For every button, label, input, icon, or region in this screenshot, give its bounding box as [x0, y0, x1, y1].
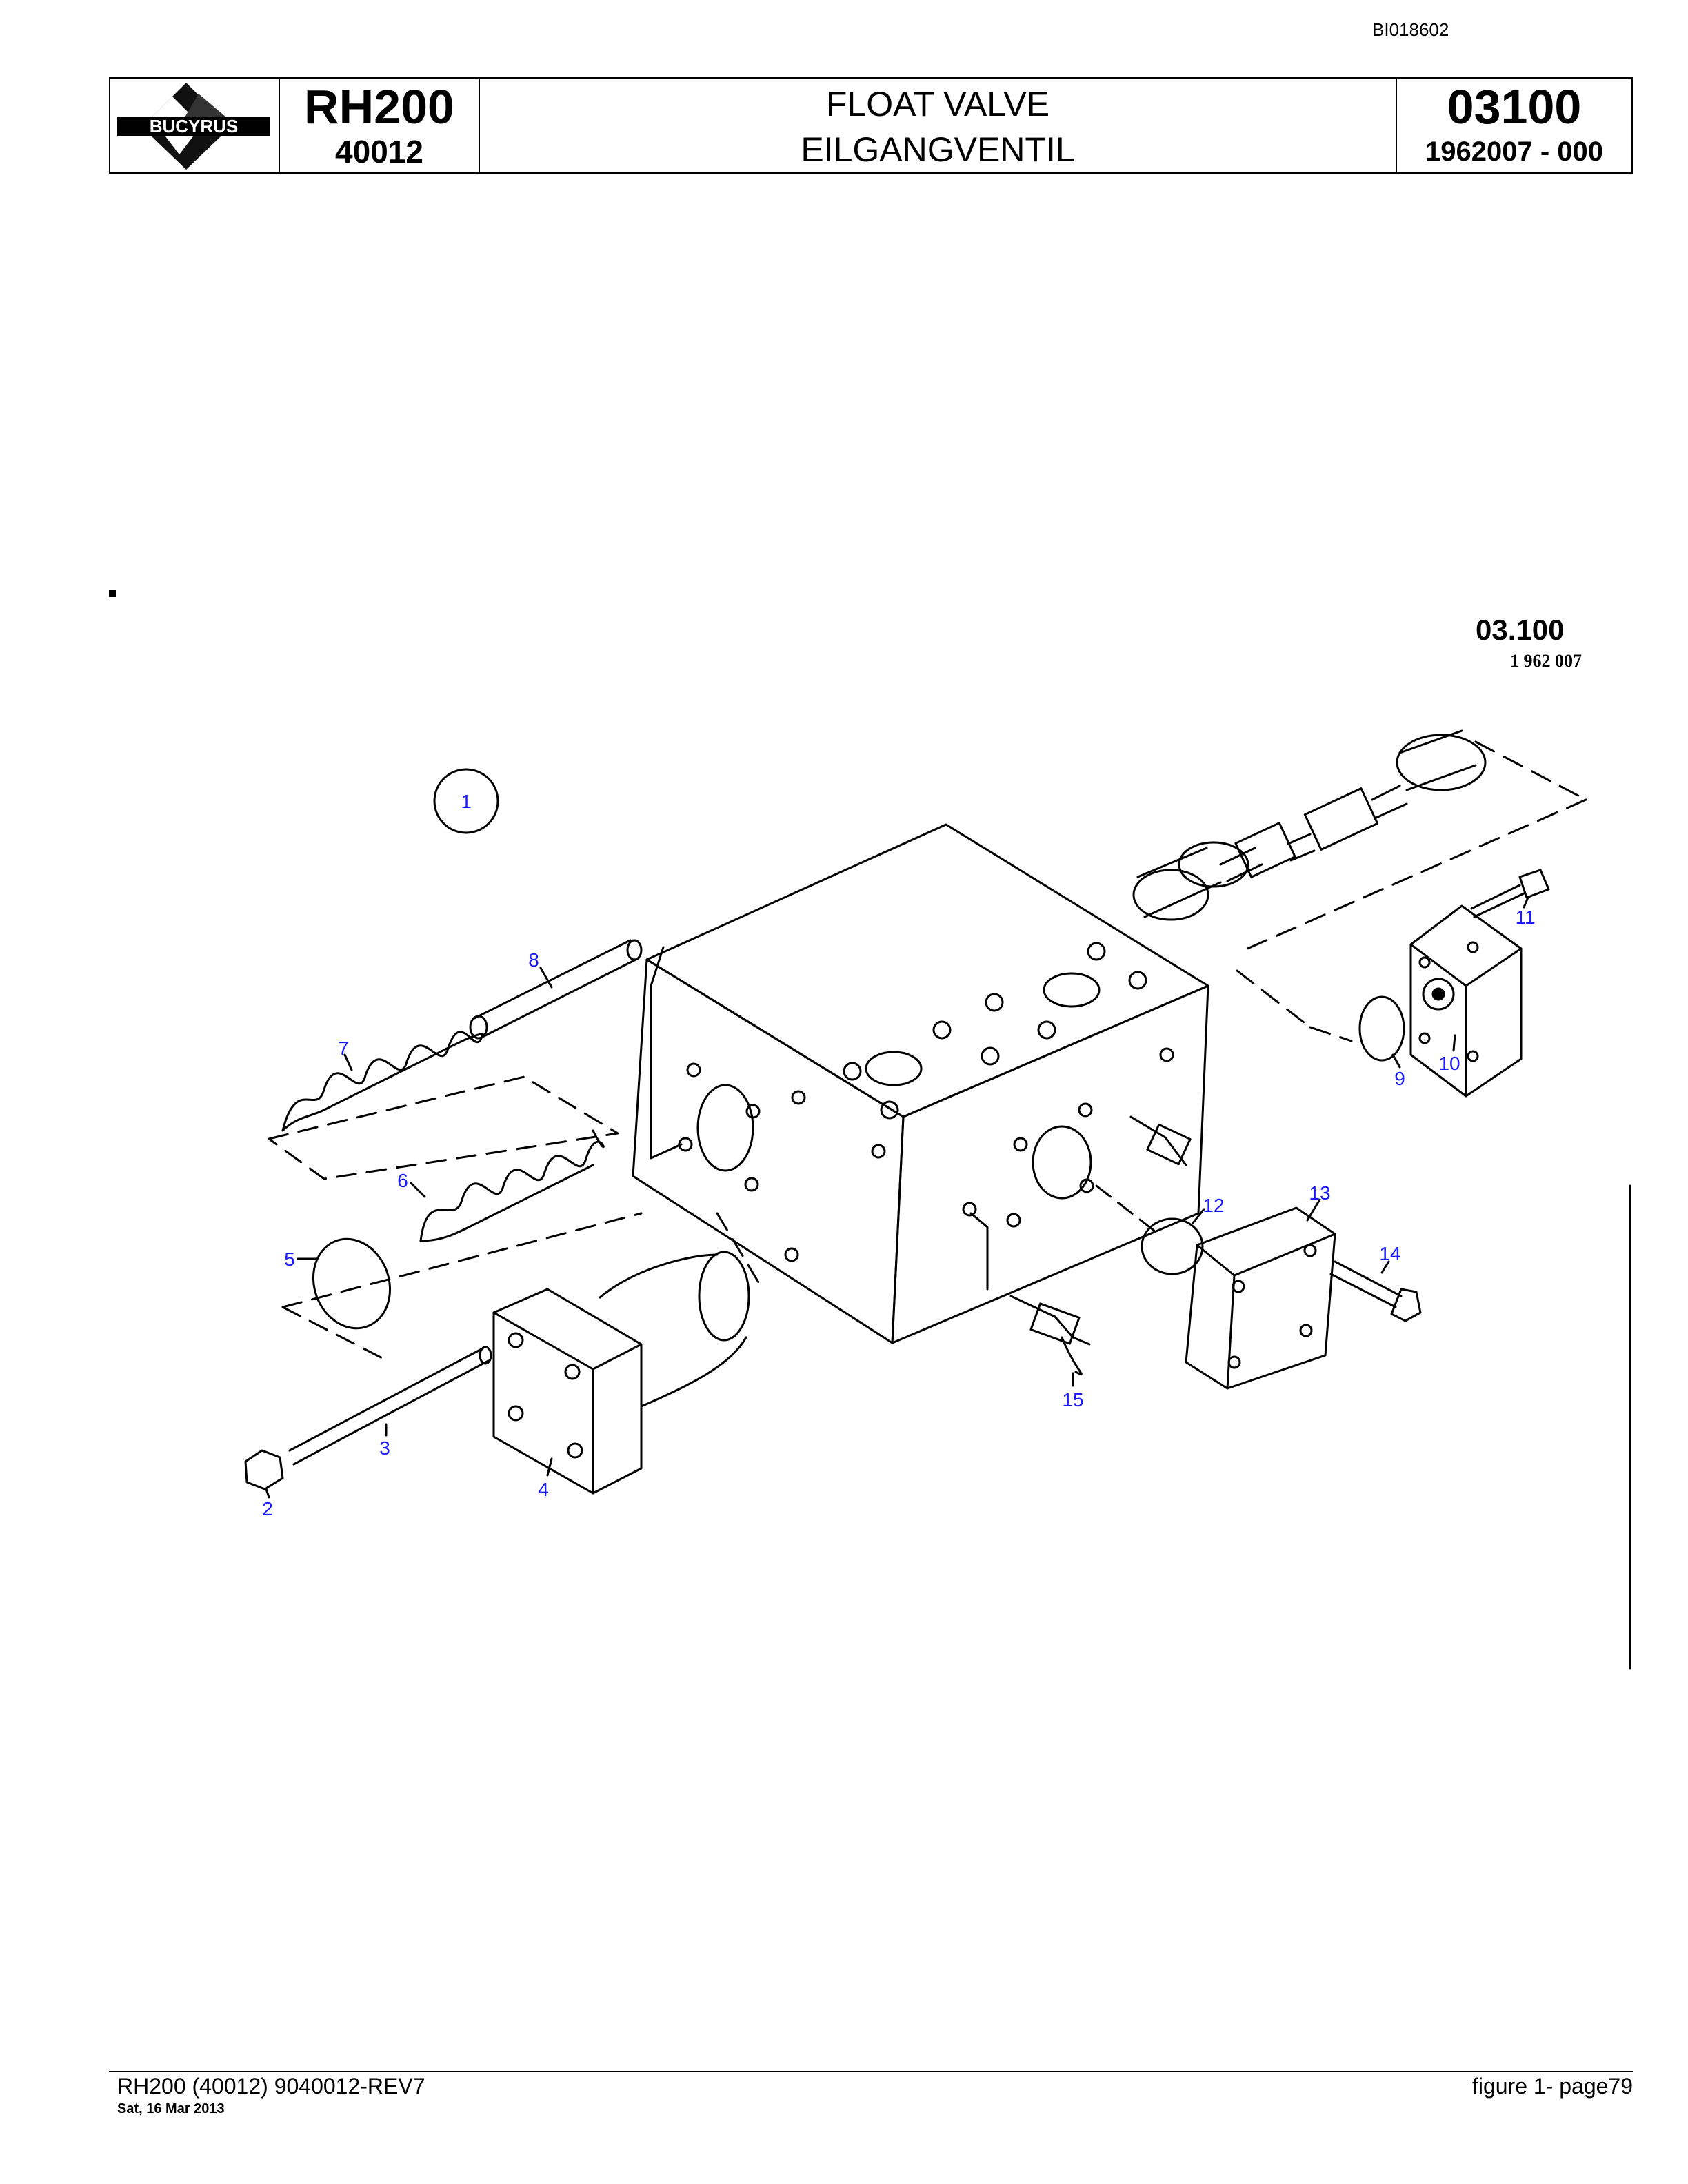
brand-logo-cell: BUCYRUS — [110, 79, 280, 172]
model-number: 40012 — [335, 134, 423, 170]
cylinder-4 — [492, 1212, 760, 1495]
callout-7: 7 — [338, 1038, 349, 1059]
callout-14: 14 — [1379, 1243, 1400, 1264]
valve-block — [632, 823, 1209, 1344]
footer-document-ref: RH200 (40012) 9040012-REV7 — [117, 2074, 425, 2099]
model-name: RH200 — [304, 80, 454, 134]
leader-14 — [1380, 1260, 1390, 1274]
cover-plate-13 — [1185, 1206, 1336, 1390]
callout-5: 5 — [284, 1248, 295, 1270]
group-code: 03100 — [1447, 80, 1582, 134]
callout-1: 1 — [461, 791, 472, 812]
callout-3: 3 — [379, 1437, 390, 1459]
spool-assembly — [1132, 729, 1587, 953]
bullet-mark — [109, 590, 116, 597]
leader-4 — [546, 1457, 553, 1477]
o-ring-9 — [1358, 995, 1405, 1062]
title-german: EILGANGVENTIL — [801, 130, 1075, 169]
callout-9: 9 — [1394, 1068, 1405, 1089]
bolt-11 — [1470, 869, 1550, 918]
o-ring-12 — [1141, 1217, 1204, 1275]
sheet-code: 03.100 — [1476, 614, 1565, 646]
leader-8 — [539, 967, 553, 989]
bucyrus-logo: BUCYRUS — [117, 83, 270, 170]
callout-11: 11 — [1515, 907, 1535, 928]
title-english: FLOAT VALVE — [825, 85, 1050, 123]
fitting-15 — [1009, 1295, 1091, 1375]
fitting-right — [1129, 1115, 1192, 1166]
title-cell: FLOAT VALVE EILGANGVENTIL — [480, 79, 1397, 172]
logo-text: BUCYRUS — [150, 116, 239, 136]
footer-page-ref: figure 1- page79 — [1471, 2074, 1633, 2099]
bolt-14 — [1329, 1260, 1422, 1322]
spring-7 — [268, 1031, 619, 1180]
leader-7 — [343, 1053, 353, 1071]
leader-10 — [1452, 1034, 1456, 1052]
document-id: BI018602 — [1372, 19, 1449, 40]
callout-12: 12 — [1203, 1195, 1224, 1216]
title-block: BUCYRUS RH200 40012 FLOAT VALVE EILGANGV… — [109, 77, 1633, 174]
leader-6 — [410, 1182, 426, 1198]
leader-13 — [1306, 1198, 1321, 1222]
callout-15: 15 — [1062, 1389, 1083, 1410]
callout-2: 2 — [262, 1498, 273, 1519]
footer-date: Sat, 16 Mar 2013 — [117, 2101, 225, 2116]
callout-4: 4 — [538, 1479, 549, 1500]
leader-11 — [1523, 896, 1529, 909]
callout-6: 6 — [397, 1170, 408, 1191]
leader-12 — [1192, 1208, 1205, 1224]
spring-6 — [419, 1129, 605, 1242]
leader-9 — [1391, 1053, 1401, 1069]
footer-rule — [109, 2071, 1633, 2072]
tie-rod-3 — [288, 1346, 492, 1466]
assembly-callout-circle — [433, 768, 499, 834]
part-number: 1962007 - 000 — [1425, 136, 1603, 167]
leader-2 — [265, 1488, 270, 1499]
callout-8: 8 — [528, 949, 539, 971]
sheet-number: 1 962 007 — [1510, 651, 1582, 671]
callout-10: 10 — [1438, 1053, 1460, 1074]
nut-2 — [244, 1449, 284, 1490]
code-cell: 03100 1962007 - 000 — [1397, 79, 1631, 172]
cover-plate-10 — [1409, 904, 1523, 1098]
o-ring-5 — [312, 1237, 392, 1330]
callout-13: 13 — [1309, 1182, 1330, 1204]
pin-8 — [469, 939, 643, 1040]
model-cell: RH200 40012 — [280, 79, 480, 172]
